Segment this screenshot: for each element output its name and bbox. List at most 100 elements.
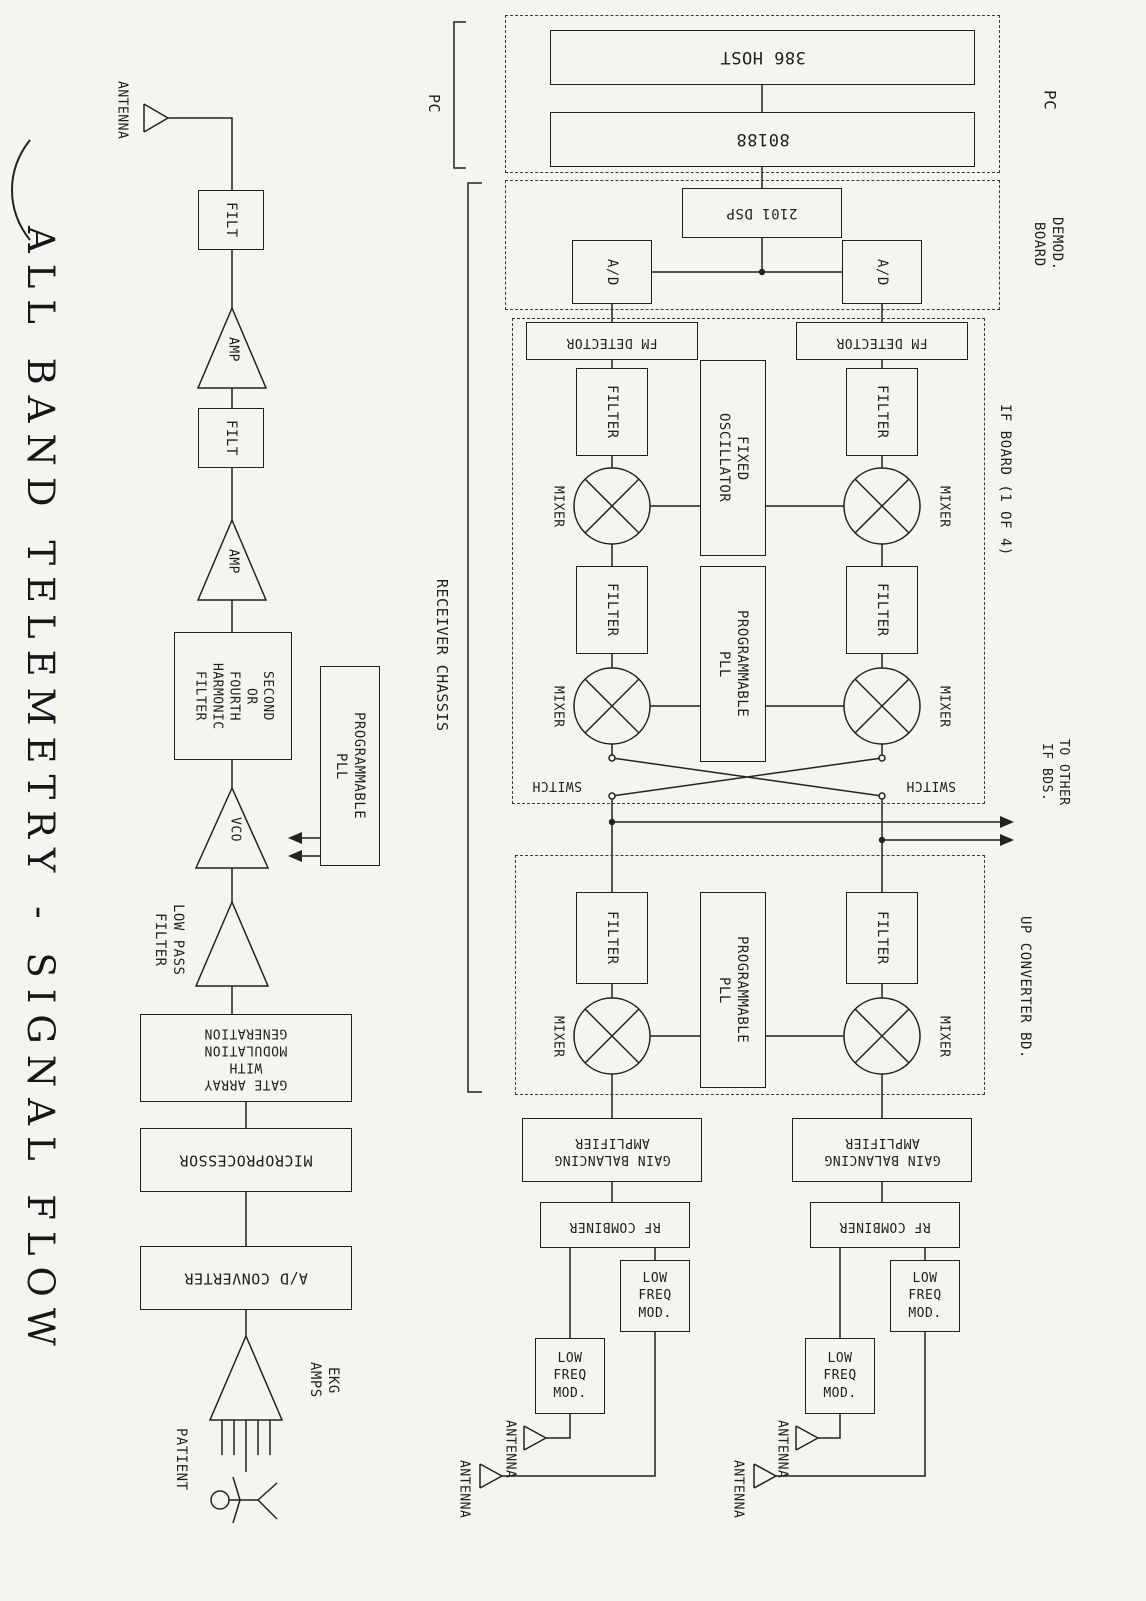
cpu-80188-box: 80188	[550, 112, 975, 167]
fixed-oscillator-label: FIXED OSCILLATOR	[716, 413, 751, 503]
ekg-amps-label: EKG AMPS	[307, 1362, 342, 1398]
dsp-2101-box: 2101 DSP	[682, 188, 842, 238]
arrowheads	[288, 268, 1014, 862]
upconv-filter-label: FILTER	[604, 911, 621, 965]
pc-bracket-label-wrap: PC	[418, 82, 448, 126]
to-other-if-bds-label: TO OTHER IF BDS.	[1039, 738, 1071, 806]
lpf-amp-triangle-icon	[194, 900, 270, 987]
ekg-amps-label-wrap: EKG AMPS	[298, 1328, 350, 1432]
tx-filter-2-label: FILT	[223, 420, 240, 456]
rx-antenna-label: ANTENNA	[774, 1419, 790, 1479]
microprocessor-box: MICROPROCESSOR	[140, 1128, 352, 1192]
vco-label: VCO	[227, 816, 243, 842]
patient-label-wrap: PATIENT	[166, 1398, 196, 1520]
tx-filter-2-box: FILT	[198, 408, 264, 468]
tx-amp-2-label-wrap: AMP	[212, 530, 252, 592]
upconv-filter-box: FILTER	[576, 892, 648, 984]
ad-right-label: A/D	[874, 258, 891, 286]
switch-right-label-wrap: SWITCH	[892, 770, 970, 798]
gain-balancing-amp-box: GAIN BALANCING AMPLIFIER	[522, 1118, 702, 1182]
if-filter-box: FILTER	[576, 368, 648, 456]
low-freq-mod-box: LOW FREQ MOD.	[535, 1338, 605, 1414]
rx-antenna-label: ANTENNA	[456, 1459, 472, 1519]
rx-antenna-icon	[795, 1425, 819, 1451]
if-board-label: IF BOARD (1 OF 4)	[997, 404, 1014, 556]
low-freq-mod-label: LOW FREQ MOD.	[908, 1270, 942, 1321]
mixer-label: MIXER	[936, 686, 952, 728]
mixer-label: MIXER	[550, 1016, 566, 1058]
scan-mark	[11, 139, 31, 241]
mixer-icon	[843, 467, 921, 545]
harmonic-filter-box: SECOND OR FOURTH HARMONIC FILTER	[174, 632, 292, 760]
mixer-icon	[573, 467, 651, 545]
connector-lines	[168, 85, 1002, 1477]
amp-triangle-icon	[196, 306, 268, 389]
up-converter-section	[515, 855, 985, 1095]
pc-bracket-label: PC	[424, 94, 443, 114]
demod-board-section	[505, 180, 1000, 310]
if-filter-label: FILTER	[874, 385, 891, 439]
mixer-label-wrap: MIXER	[930, 466, 956, 548]
low-freq-mod-label: LOW FREQ MOD.	[638, 1270, 672, 1321]
fm-detector-right-label: FM DETECTOR	[836, 334, 928, 350]
switch-right-label: SWITCH	[906, 777, 956, 793]
mixer-icon	[573, 667, 651, 745]
if-filter-box: FILTER	[576, 566, 648, 654]
receiver-chassis-label: RECEIVER CHASSIS	[432, 578, 451, 732]
demod-board-label: DEMOD. BOARD	[1031, 217, 1066, 271]
if-filter-label: FILTER	[604, 385, 621, 439]
amp-triangle-icon	[196, 518, 268, 601]
tx-filter-1-box: FILT	[198, 190, 264, 250]
low-freq-mod-box: LOW FREQ MOD.	[805, 1338, 875, 1414]
mixer-label-wrap: MIXER	[930, 996, 956, 1078]
gain-balancing-amp-box: GAIN BALANCING AMPLIFIER	[792, 1118, 972, 1182]
switch-left-label-wrap: SWITCH	[518, 770, 596, 798]
harmonic-filter-label: SECOND OR FOURTH HARMONIC FILTER	[192, 662, 276, 730]
pc-right-label-wrap: PC	[1034, 78, 1064, 122]
fixed-oscillator-box: FIXED OSCILLATOR	[700, 360, 766, 556]
tx-pll-label: PROGRAMMABLE PLL	[333, 712, 368, 820]
demod-board-label-wrap: DEMOD. BOARD	[1030, 176, 1066, 312]
receiver-chassis-bracket	[467, 182, 482, 1093]
tx-amp-1-label: AMP	[225, 336, 241, 362]
gate-array-box: GATE ARRAY WITH MODULATION GENERATION	[140, 1014, 352, 1102]
tx-amp-2-label: AMP	[225, 548, 241, 574]
mixer-label: MIXER	[936, 486, 952, 528]
tx-antenna-label: ANTENNA	[114, 80, 130, 140]
mixer-icon	[573, 997, 651, 1075]
dsp-2101-label: 2101 DSP	[726, 205, 798, 222]
cpu-80188-label: 80188	[735, 129, 790, 150]
rx-antenna-icon	[523, 1425, 547, 1451]
fm-detector-left-box: FM DETECTOR	[526, 322, 698, 360]
tx-antenna-label-wrap: ANTENNA	[104, 48, 138, 172]
switch-contact-icon	[608, 754, 886, 800]
if-filter-box: FILTER	[846, 368, 918, 456]
if-pll-box: PROGRAMMABLE PLL	[700, 566, 766, 762]
if-filter-box: FILTER	[846, 566, 918, 654]
if-filter-label: FILTER	[874, 583, 891, 637]
rf-combiner-label: RF COMBINER	[569, 1218, 661, 1234]
if-board-section	[512, 318, 985, 804]
tx-pll-box: PROGRAMMABLE PLL	[320, 666, 380, 866]
host-386-label: 386 HOST	[719, 47, 806, 68]
patient-figure-icon	[210, 1455, 278, 1524]
mixer-label: MIXER	[550, 686, 566, 728]
rx-antenna-icon	[479, 1463, 503, 1489]
mixer-icon	[843, 997, 921, 1075]
low-freq-mod-box: LOW FREQ MOD.	[890, 1260, 960, 1332]
to-other-if-bds-label-wrap: TO OTHER IF BDS.	[1026, 696, 1082, 848]
vco-label-wrap: VCO	[216, 800, 252, 858]
ad-left-box: A/D	[572, 240, 652, 304]
mixer-label: MIXER	[550, 486, 566, 528]
low-pass-filter-label-wrap: LOW PASS FILTER	[144, 878, 194, 1002]
up-converter-label-wrap: UP CONVERTER BD.	[1010, 868, 1040, 1106]
gain-balancing-amp-label: GAIN BALANCING AMPLIFIER	[553, 1135, 671, 1167]
rx-antenna-label-wrap: ANTENNA	[768, 1384, 794, 1514]
rx-antenna-label: ANTENNA	[502, 1419, 518, 1479]
ad-left-label: A/D	[604, 258, 621, 286]
fm-detector-left-label: FM DETECTOR	[566, 334, 658, 350]
rx-antenna-icon	[753, 1463, 777, 1489]
if-board-label-wrap: IF BOARD (1 OF 4)	[990, 358, 1020, 602]
mixer-label-wrap: MIXER	[544, 666, 570, 748]
